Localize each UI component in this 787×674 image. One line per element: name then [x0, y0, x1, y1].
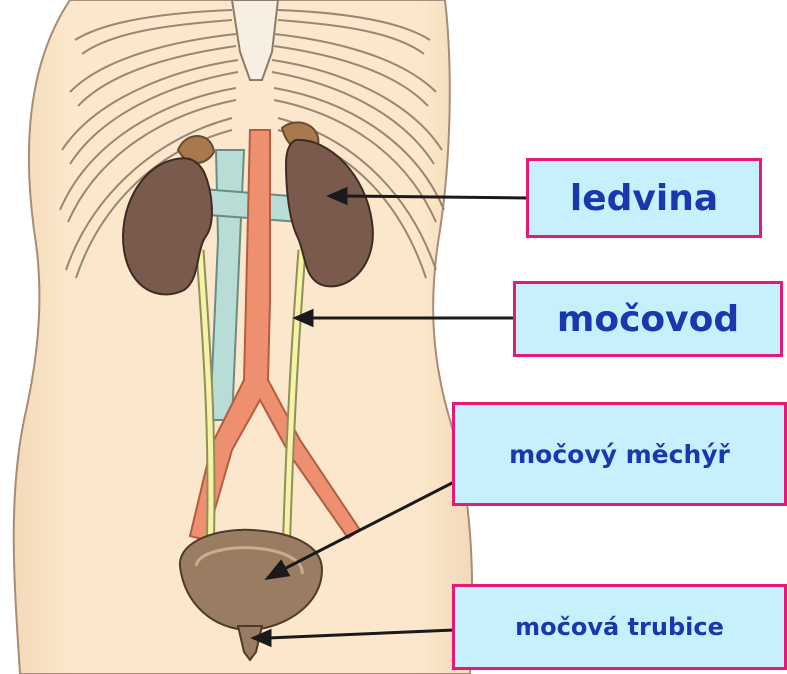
label-ureter: močovod: [513, 281, 783, 357]
label-kidney: ledvina: [526, 158, 762, 238]
label-bladder: močový měchýř: [452, 402, 787, 506]
label-urethra: močová trubice: [452, 584, 787, 670]
